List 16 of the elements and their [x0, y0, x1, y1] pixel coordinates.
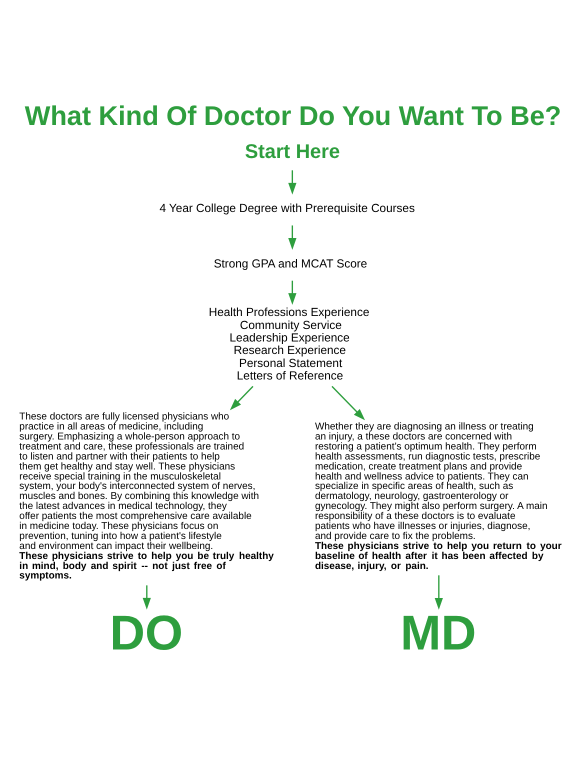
arrow	[288, 280, 296, 304]
arrow	[332, 385, 366, 420]
node-text: DO	[110, 606, 183, 660]
node-text: 4 Year College Degree with Prerequisite Courses	[159, 202, 415, 215]
node-text: MD	[400, 606, 476, 660]
arrow	[288, 224, 296, 250]
node-text: These doctors are fully licensed physicians who practice in all areas of medicine, including surgery. Emphasizing a whole-person approach to treatment and care, these professionals are trained to listen and partner with their patients to help them get healthy and stay well. These physicians receive special training in the musculoskeletal system, your body's interconnected system of nerves, muscles and bones. By combining this knowledge with the latest advances in medical technology, they offer patients the most comprehensive care available in medicine today. These physicians focus on prevention, tuning into how a patient's lifestyle and environment can impact their wellbeing. These physicians strive to help you be truly healthy in mind, body and spirit -- not just free of symptoms.	[19, 411, 274, 582]
node-text: Whether they are diagnosing an illness or treating an injury, a these doctors are concerned with restoring a patient’s optimum health. They perform health assessments, run diagnostic tests, prescribe medication, create treatment plans and provide health and wellness advice to patients. They can specialize in specific areas of health, such as dermatology, neurology, gastroenterology or gynecology. They might also perform surgery. A main responsibility of a these doctors is to evaluate patients who have illnesses or injuries, diagnose, and provide care to fix the problems. These physicians strive to help you return to your baseline of health after it has been affected by disease, injury, or pain.	[314, 421, 562, 572]
node-text: Health Professions Experience Community Service Leadership Experience Research Experience Personal Statement Letters of Reference	[208, 306, 370, 382]
node-text: Strong GPA and MCAT Score	[214, 256, 368, 270]
arrow	[288, 170, 296, 194]
arrow	[230, 385, 254, 410]
arrow	[142, 584, 151, 610]
diagram-title: What Kind Of Doctor Do You Want To Be?	[24, 100, 562, 131]
arrow	[434, 574, 443, 610]
node-text: Start Here	[244, 140, 340, 163]
